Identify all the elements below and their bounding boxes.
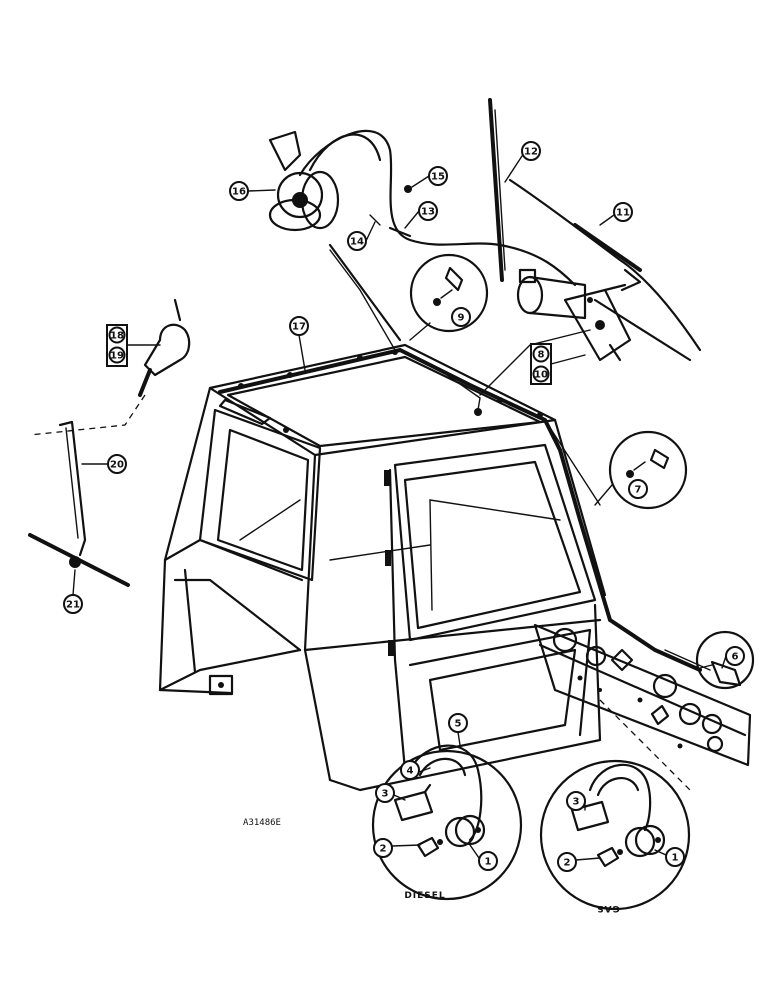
callout-1-diesel: 1 — [478, 851, 498, 871]
svg-text:8: 8 — [538, 350, 545, 361]
wiper-blade-upper — [488, 98, 702, 352]
detail-circle-diesel — [371, 744, 523, 901]
rear-wiper-blade — [28, 533, 130, 587]
gas-label: GAS — [596, 903, 620, 913]
svg-text:4: 4 — [407, 766, 414, 777]
svg-text:6: 6 — [732, 652, 739, 663]
svg-text:12: 12 — [524, 147, 538, 158]
svg-text:5: 5 — [455, 719, 462, 730]
wiring-harness — [218, 249, 711, 672]
svg-text:11: 11 — [616, 208, 630, 219]
cab-frame — [158, 343, 607, 792]
svg-text:13: 13 — [421, 207, 435, 218]
callout-21: 21 — [63, 594, 83, 614]
callout-15: 15 — [428, 166, 448, 186]
svg-text:1: 1 — [485, 857, 492, 868]
callout-16: 16 — [229, 181, 249, 201]
svg-text:3: 3 — [573, 797, 580, 808]
callout-4: 4 — [400, 760, 420, 780]
svg-text:10: 10 — [534, 370, 548, 381]
svg-text:2: 2 — [564, 858, 571, 869]
detail-circle-gas — [539, 759, 691, 911]
callout-9: 9 — [451, 307, 471, 327]
callout-12: 12 — [521, 141, 541, 161]
svg-text:3: 3 — [382, 789, 389, 800]
svg-text:14: 14 — [350, 237, 364, 248]
callout-7: 7 — [628, 479, 648, 499]
rear-wiper-arm — [58, 420, 87, 557]
detail-circle-6 — [695, 630, 755, 690]
rear-wiper-motor — [29, 298, 191, 436]
svg-text:7: 7 — [635, 485, 642, 496]
detail-circle-7 — [594, 430, 688, 510]
callout-2-gas: 2 — [557, 852, 577, 872]
callout-5: 5 — [448, 713, 468, 733]
callout-3-gas: 3 — [566, 791, 586, 811]
callout-14: 14 — [347, 231, 367, 251]
callout-13: 13 — [418, 201, 438, 221]
svg-text:18: 18 — [110, 331, 124, 342]
callout-20: 20 — [107, 454, 127, 474]
leader-lines — [72, 155, 727, 861]
wiper-motor — [516, 268, 692, 362]
svg-text:9: 9 — [458, 313, 465, 324]
svg-text:17: 17 — [292, 322, 306, 333]
callout-11: 11 — [613, 202, 633, 222]
svg-text:21: 21 — [66, 600, 80, 611]
callout-3-diesel: 3 — [375, 783, 395, 803]
callout-box-8-10: 8 10 — [530, 343, 586, 385]
diesel-label: DIESEL — [404, 891, 445, 901]
callout-box-18-19: 18 19 — [106, 324, 161, 367]
dash-panel — [533, 623, 752, 791]
svg-text:15: 15 — [431, 172, 445, 183]
callout-6: 6 — [725, 646, 745, 666]
svg-text:20: 20 — [110, 460, 124, 471]
svg-text:19: 19 — [110, 351, 124, 362]
callout-2-diesel: 2 — [373, 838, 393, 858]
detail-circle-9 — [409, 253, 489, 341]
figure-reference: A31486E — [243, 818, 281, 828]
svg-text:16: 16 — [232, 187, 246, 198]
svg-text:2: 2 — [380, 844, 387, 855]
callout-17: 17 — [289, 316, 309, 336]
horn-assembly — [268, 129, 577, 342]
svg-text:1: 1 — [672, 853, 679, 864]
callout-1-gas: 1 — [665, 847, 685, 867]
